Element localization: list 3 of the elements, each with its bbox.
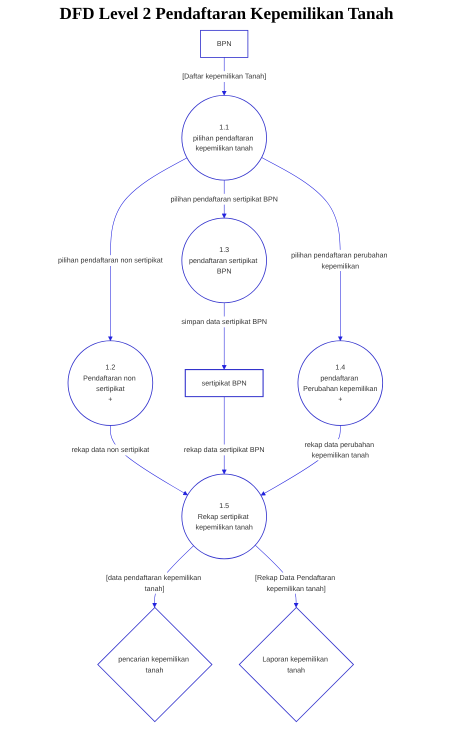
- diagram-title: DFD Level 2 Pendaftaran Kepemilikan Tanah: [58, 4, 394, 24]
- arrow: [261, 157, 343, 341]
- arrow: [108, 158, 188, 341]
